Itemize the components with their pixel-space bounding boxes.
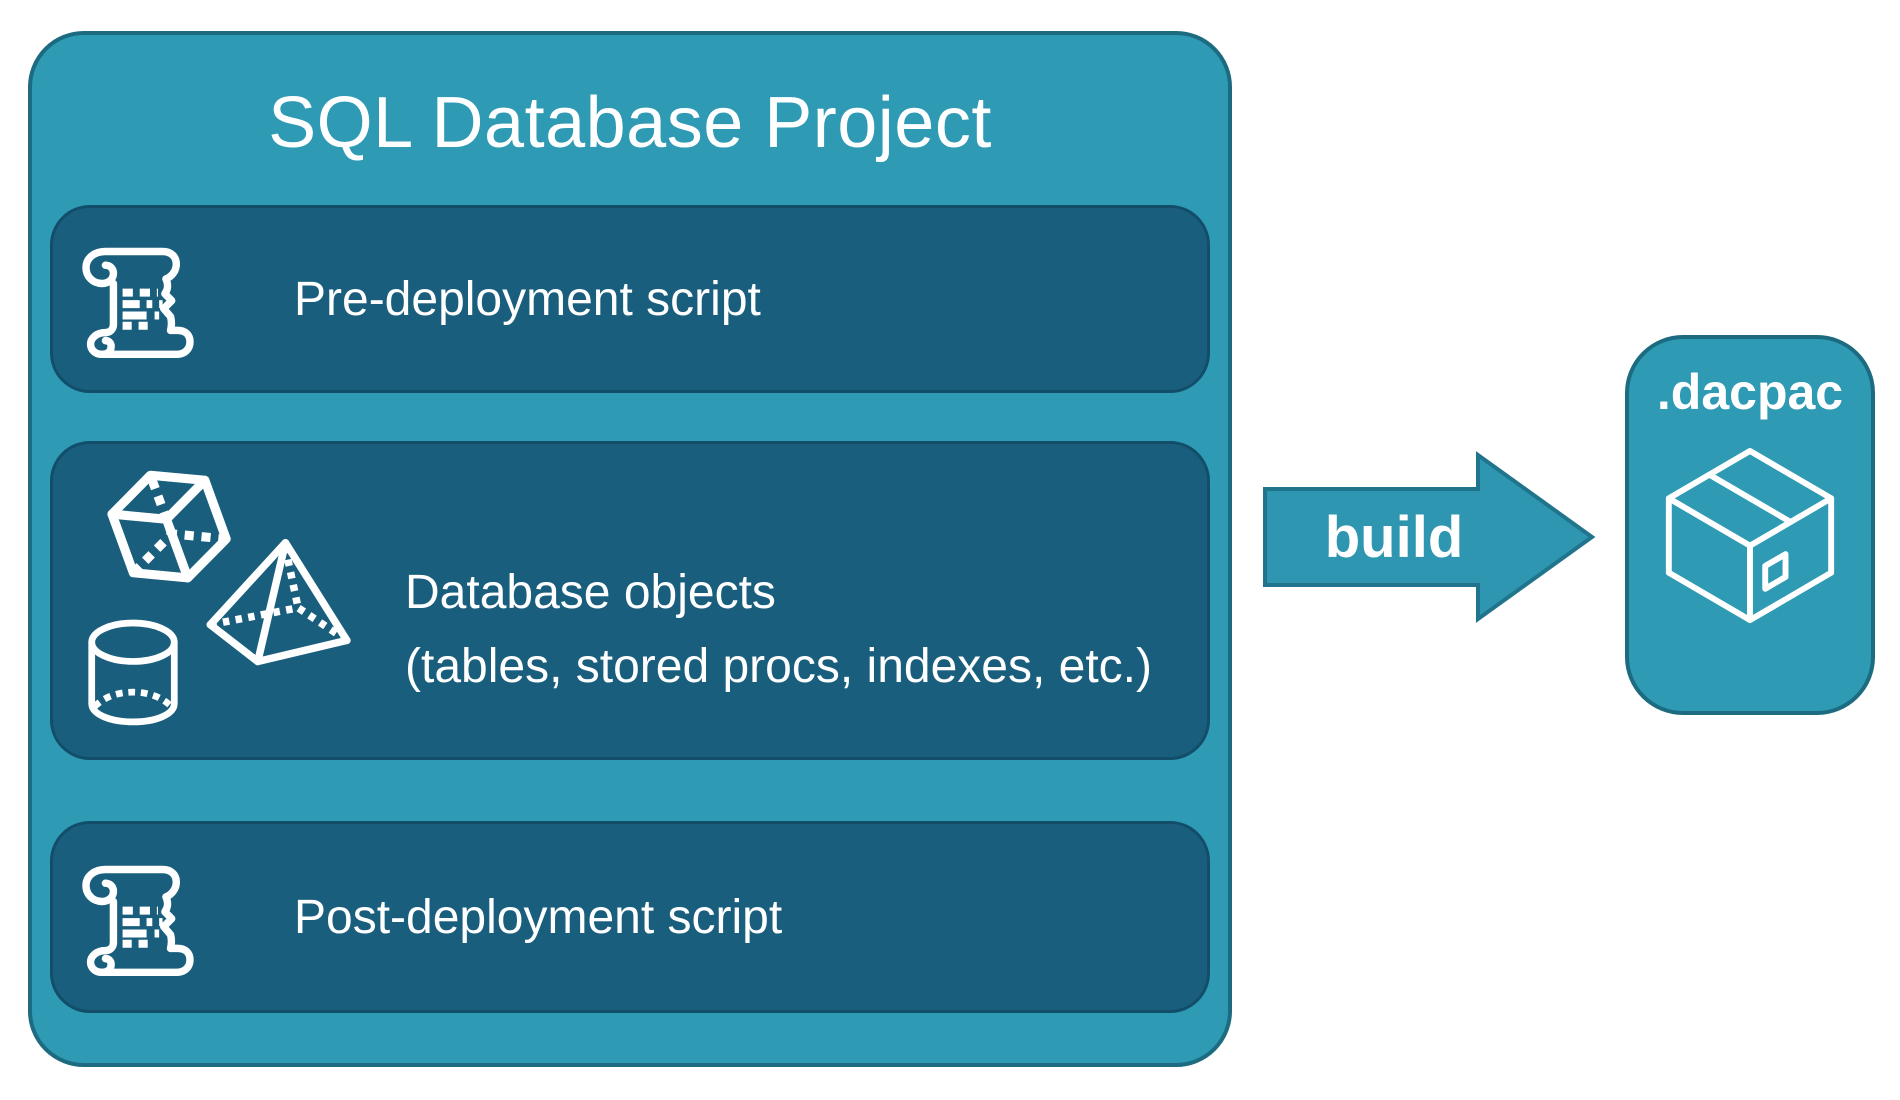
cylinder-icon bbox=[88, 619, 178, 726]
package-icon bbox=[1665, 448, 1835, 624]
post-deployment-row: Post-deployment script bbox=[50, 821, 1210, 1013]
dacpac-output-box: .dacpac bbox=[1625, 335, 1875, 715]
sql-database-project-container: SQL Database Project Pre-deployment scri… bbox=[28, 31, 1232, 1067]
dacpac-label: .dacpac bbox=[1656, 364, 1844, 420]
pre-deployment-row: Pre-deployment script bbox=[50, 205, 1210, 393]
database-objects-row: Database objects (tables, stored procs, … bbox=[50, 441, 1210, 760]
pre-deployment-label: Pre-deployment script bbox=[294, 272, 761, 326]
page-title: SQL Database Project bbox=[268, 83, 992, 163]
scroll-icon bbox=[82, 865, 194, 976]
build-arrow-icon bbox=[1263, 451, 1596, 623]
database-objects-line2: (tables, stored procs, indexes, etc.) bbox=[405, 640, 1152, 693]
build-arrow-label: build bbox=[1324, 505, 1464, 570]
database-objects-line1: Database objects bbox=[405, 566, 776, 619]
post-deployment-label: Post-deployment script bbox=[294, 890, 783, 944]
scroll-icon bbox=[82, 247, 194, 358]
cube-icon bbox=[107, 470, 231, 583]
pyramid-icon bbox=[206, 539, 351, 666]
database-objects-label: Database objects (tables, stored procs, … bbox=[405, 556, 1152, 704]
